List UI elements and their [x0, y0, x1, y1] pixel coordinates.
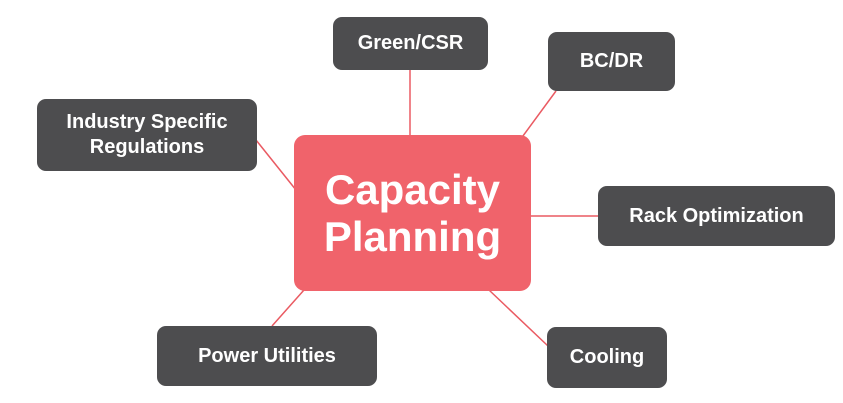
node-industry-regulations-label: Industry Specific Regulations [66, 111, 228, 158]
center-node-capacity-planning: Capacity Planning [294, 135, 531, 291]
node-rack-optimization: Rack Optimization [598, 186, 835, 246]
center-node-label: Capacity Planning [323, 165, 502, 260]
node-bc-dr-label: BC/DR [579, 50, 644, 72]
node-cooling-label: Cooling [569, 346, 645, 368]
connector-power-utilities [271, 289, 305, 327]
node-green-csr-label: Green/CSR [357, 32, 464, 54]
node-power-utilities-label: Power Utilities [198, 344, 336, 367]
connector-bc-dr [519, 90, 557, 141]
node-power-utilities: Power Utilities [157, 326, 377, 386]
connector-cooling [488, 289, 549, 347]
node-cooling: Cooling [547, 327, 667, 388]
node-industry-regulations: Industry Specific Regulations [37, 99, 257, 171]
node-green-csr: Green/CSR [333, 17, 488, 70]
node-bc-dr: BC/DR [548, 32, 675, 91]
node-rack-optimization-label: Rack Optimization [629, 204, 804, 227]
connector-industry-regulations [255, 139, 297, 191]
